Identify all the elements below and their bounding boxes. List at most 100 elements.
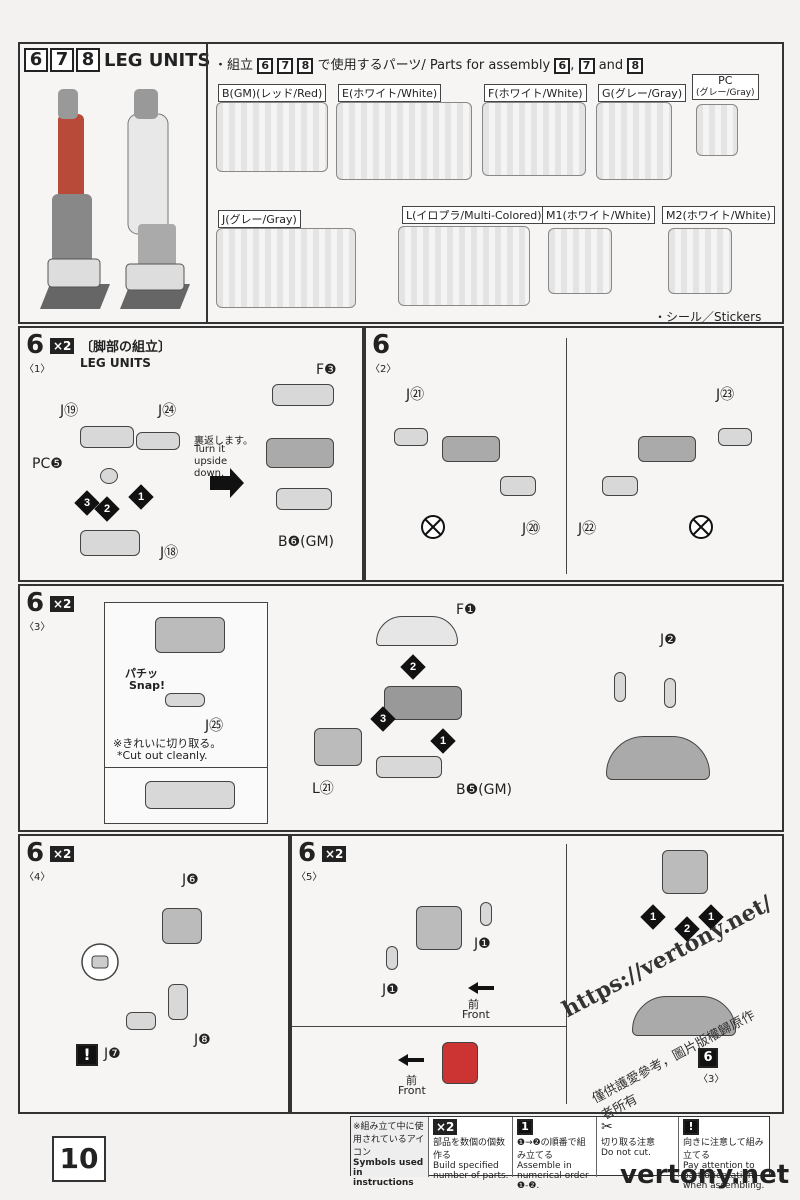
part-label: J❻	[182, 872, 199, 888]
order-marker: 2	[94, 496, 120, 522]
part-illustration	[442, 1042, 478, 1084]
inset-divider	[105, 767, 267, 768]
multiplier-badge: ×2	[50, 596, 75, 612]
part-illustration	[394, 428, 428, 446]
step-sub: 〈4〉	[24, 872, 51, 883]
front-label-jp: 前	[468, 998, 479, 1011]
step-number: 6	[26, 330, 45, 360]
part-label: J❷	[660, 632, 677, 648]
flip-note-en: Turn it upside down.	[194, 444, 258, 480]
parts-heading-and: and	[598, 58, 624, 73]
part-illustration	[606, 736, 710, 780]
part-label: J㉕	[205, 718, 224, 734]
parts-heading-suffix: で使用するパーツ/ Parts for assembly	[317, 58, 551, 73]
runner-label-pc: PC (グレー/Gray)	[692, 74, 759, 100]
legend-item-jp: ❶→❷の順番で組み立てる	[517, 1138, 586, 1161]
runner-label-g: G(グレー/Gray)	[598, 84, 687, 102]
front-label-jp: 前	[406, 1074, 417, 1087]
runner-label-j: J(グレー/Gray)	[218, 210, 301, 228]
watermark-site: vertony.net	[620, 1160, 790, 1190]
runner-label-l: L(イロプラ/Multi-Colored)	[402, 206, 546, 224]
legend-item-en: Build specified number of parts.	[433, 1161, 509, 1181]
part-label: J⑱	[160, 545, 179, 561]
step-number-box: 6	[24, 48, 48, 72]
part-illustration	[155, 617, 225, 653]
runner-label-m1: M1(ホワイト/White)	[542, 206, 655, 224]
step-panel-4: 6 〈4〉 ×2 J❻ ! J❼ J❽	[18, 834, 290, 1114]
part-illustration	[664, 678, 676, 708]
order-marker: 2	[400, 654, 426, 680]
runner-label-f: F(ホワイト/White)	[484, 84, 587, 102]
ref-sub: 〈3〉	[698, 1074, 725, 1085]
legend-item-jp: 切り取る注意	[601, 1138, 656, 1148]
multiplier-icon: ×2	[433, 1119, 458, 1135]
step-ref: 6	[257, 58, 274, 74]
leg-illustration	[40, 89, 190, 309]
part-illustration	[276, 488, 332, 510]
part-label: PC❺	[32, 456, 63, 472]
part-label: F❶	[456, 602, 477, 618]
legend-title-jp: ※組み立て中に使用されているアイコン	[353, 1122, 425, 1158]
part-illustration	[376, 616, 458, 646]
order-icon: 1	[517, 1119, 533, 1135]
part-illustration	[638, 436, 696, 462]
part-label: J❶	[474, 936, 491, 952]
runner-b	[216, 102, 328, 172]
part-illustration	[145, 781, 235, 809]
multiplier-badge: ×2	[50, 338, 75, 354]
parts-list: ・組立 6 7 8 で使用するパーツ/ Parts for assembly 6…	[206, 44, 782, 324]
step-sub: 〈1〉	[24, 364, 51, 375]
do-not-cut-icon	[689, 515, 713, 539]
pc-label: PC	[718, 74, 733, 87]
step-ref: 8	[297, 58, 314, 74]
divider	[566, 338, 567, 574]
top-panel: 6 7 8 LEG UNITS ・組立 6 7 8 で使用するパーツ/ Part…	[18, 42, 784, 324]
step-ref: 7	[277, 58, 294, 74]
step-sub: 〈3〉	[24, 622, 51, 633]
warning-icon: !	[683, 1119, 699, 1135]
step-panel-1: 6 〈1〉 ×2 〔脚部の組立〕 LEG UNITS J⑲ J㉔ PC❺ J⑱ …	[18, 326, 364, 582]
part-label: J❽	[194, 1032, 211, 1048]
front-label-en: Front	[398, 1084, 426, 1097]
order-marker: 1	[430, 728, 456, 754]
symbols-legend: ※組み立て中に使用されているアイコン Symbols used in instr…	[350, 1116, 770, 1191]
stickers-label: ・シール／Stickers	[654, 310, 762, 324]
part-illustration	[80, 530, 140, 556]
do-not-cut-icon	[421, 515, 445, 539]
runner-label-m2: M2(ホワイト/White)	[662, 206, 775, 224]
legend-item: 1 ❶→❷の順番で組み立てる Assemble in numerical ord…	[515, 1117, 597, 1191]
flip-note-jp: 裏返します。	[194, 436, 253, 447]
part-illustration	[80, 426, 134, 448]
parts-heading-prefix: ・組立	[214, 58, 254, 73]
step-title-en: LEG UNITS	[80, 356, 151, 370]
part-illustration	[314, 728, 362, 766]
snap-jp: パチッ	[125, 667, 158, 680]
part-illustration	[500, 476, 536, 496]
divider	[292, 1026, 566, 1027]
ref-step-number: 6	[703, 1050, 713, 1065]
runner-g	[596, 102, 672, 180]
part-label: J㉓	[716, 387, 735, 403]
step-number-box: 7	[50, 48, 74, 72]
divider	[566, 844, 567, 1104]
part-illustration	[662, 850, 708, 894]
legend-item: ! 向きに注意して組み立てる Pay attention to part ori…	[681, 1117, 769, 1191]
step-title-jp: 〔脚部の組立〕	[80, 340, 172, 355]
runner-m1	[548, 228, 612, 294]
part-label: J❶	[382, 982, 399, 998]
step-ref: 8	[627, 58, 644, 74]
part-illustration	[442, 436, 500, 462]
part-illustration	[165, 693, 205, 707]
detail-circle-icon	[81, 943, 119, 981]
runner-l	[398, 226, 530, 306]
part-illustration	[272, 384, 334, 406]
part-illustration	[386, 946, 398, 970]
part-illustration	[136, 432, 180, 450]
scissors-icon: ✂	[601, 1119, 613, 1135]
front-label-en: Front	[462, 1008, 490, 1021]
part-label: J⑲	[60, 403, 79, 419]
part-label: J⑳	[522, 521, 541, 537]
part-illustration	[126, 1012, 156, 1030]
runner-j	[216, 228, 356, 308]
part-illustration	[718, 428, 752, 446]
